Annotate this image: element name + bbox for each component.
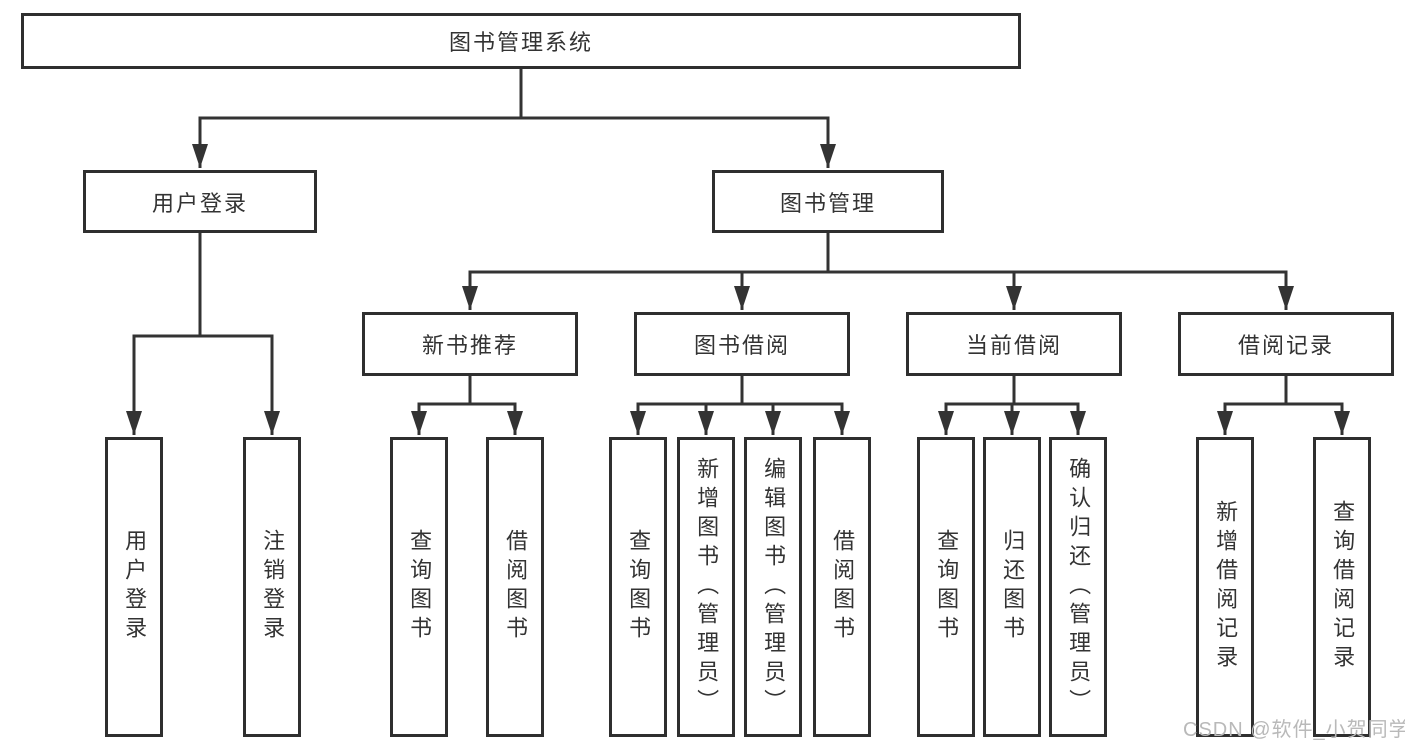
leaf-label: 查询借阅记录 — [1330, 500, 1356, 674]
leaf-query-books-current: 查询图书 — [917, 437, 975, 737]
leaf-borrow-books-recommend: 借阅图书 — [486, 437, 544, 737]
leaf-label: 编辑图书（管理员） — [761, 456, 787, 718]
leaf-confirm-return-admin: 确认归还（管理员） — [1049, 437, 1107, 737]
leaf-label: 注销登录 — [260, 529, 286, 645]
leaf-label: 归还图书 — [1000, 529, 1026, 645]
leaf-label: 新增图书（管理员） — [694, 456, 720, 718]
node-book-management: 图书管理 — [712, 170, 944, 233]
leaf-query-books-recommend: 查询图书 — [390, 437, 448, 737]
leaf-label: 查询图书 — [407, 529, 433, 645]
leaf-borrow-books: 借阅图书 — [813, 437, 871, 737]
leaf-label: 借阅图书 — [830, 529, 856, 645]
leaf-label: 查询图书 — [934, 529, 960, 645]
node-new-book-recommend: 新书推荐 — [362, 312, 578, 376]
node-current-borrow: 当前借阅 — [906, 312, 1122, 376]
csdn-watermark: CSDN @软件_小贺同学 — [1183, 719, 1405, 741]
node-borrow-records: 借阅记录 — [1178, 312, 1394, 376]
node-root: 图书管理系统 — [21, 13, 1021, 69]
leaf-logout: 注销登录 — [243, 437, 301, 737]
leaf-add-borrow-record: 新增借阅记录 — [1196, 437, 1254, 737]
leaf-label: 用户登录 — [122, 529, 148, 645]
leaf-add-book-admin: 新增图书（管理员） — [677, 437, 735, 737]
leaf-edit-book-admin: 编辑图书（管理员） — [744, 437, 802, 737]
leaf-user-login: 用户登录 — [105, 437, 163, 737]
leaf-label: 新增借阅记录 — [1213, 500, 1239, 674]
leaf-query-books-borrow: 查询图书 — [609, 437, 667, 737]
leaf-query-borrow-record: 查询借阅记录 — [1313, 437, 1371, 737]
leaf-return-book: 归还图书 — [983, 437, 1041, 737]
leaf-label: 借阅图书 — [503, 529, 529, 645]
node-book-borrow: 图书借阅 — [634, 312, 850, 376]
leaf-label: 查询图书 — [626, 529, 652, 645]
node-user-login: 用户登录 — [83, 170, 317, 233]
leaf-label: 确认归还（管理员） — [1066, 456, 1092, 718]
